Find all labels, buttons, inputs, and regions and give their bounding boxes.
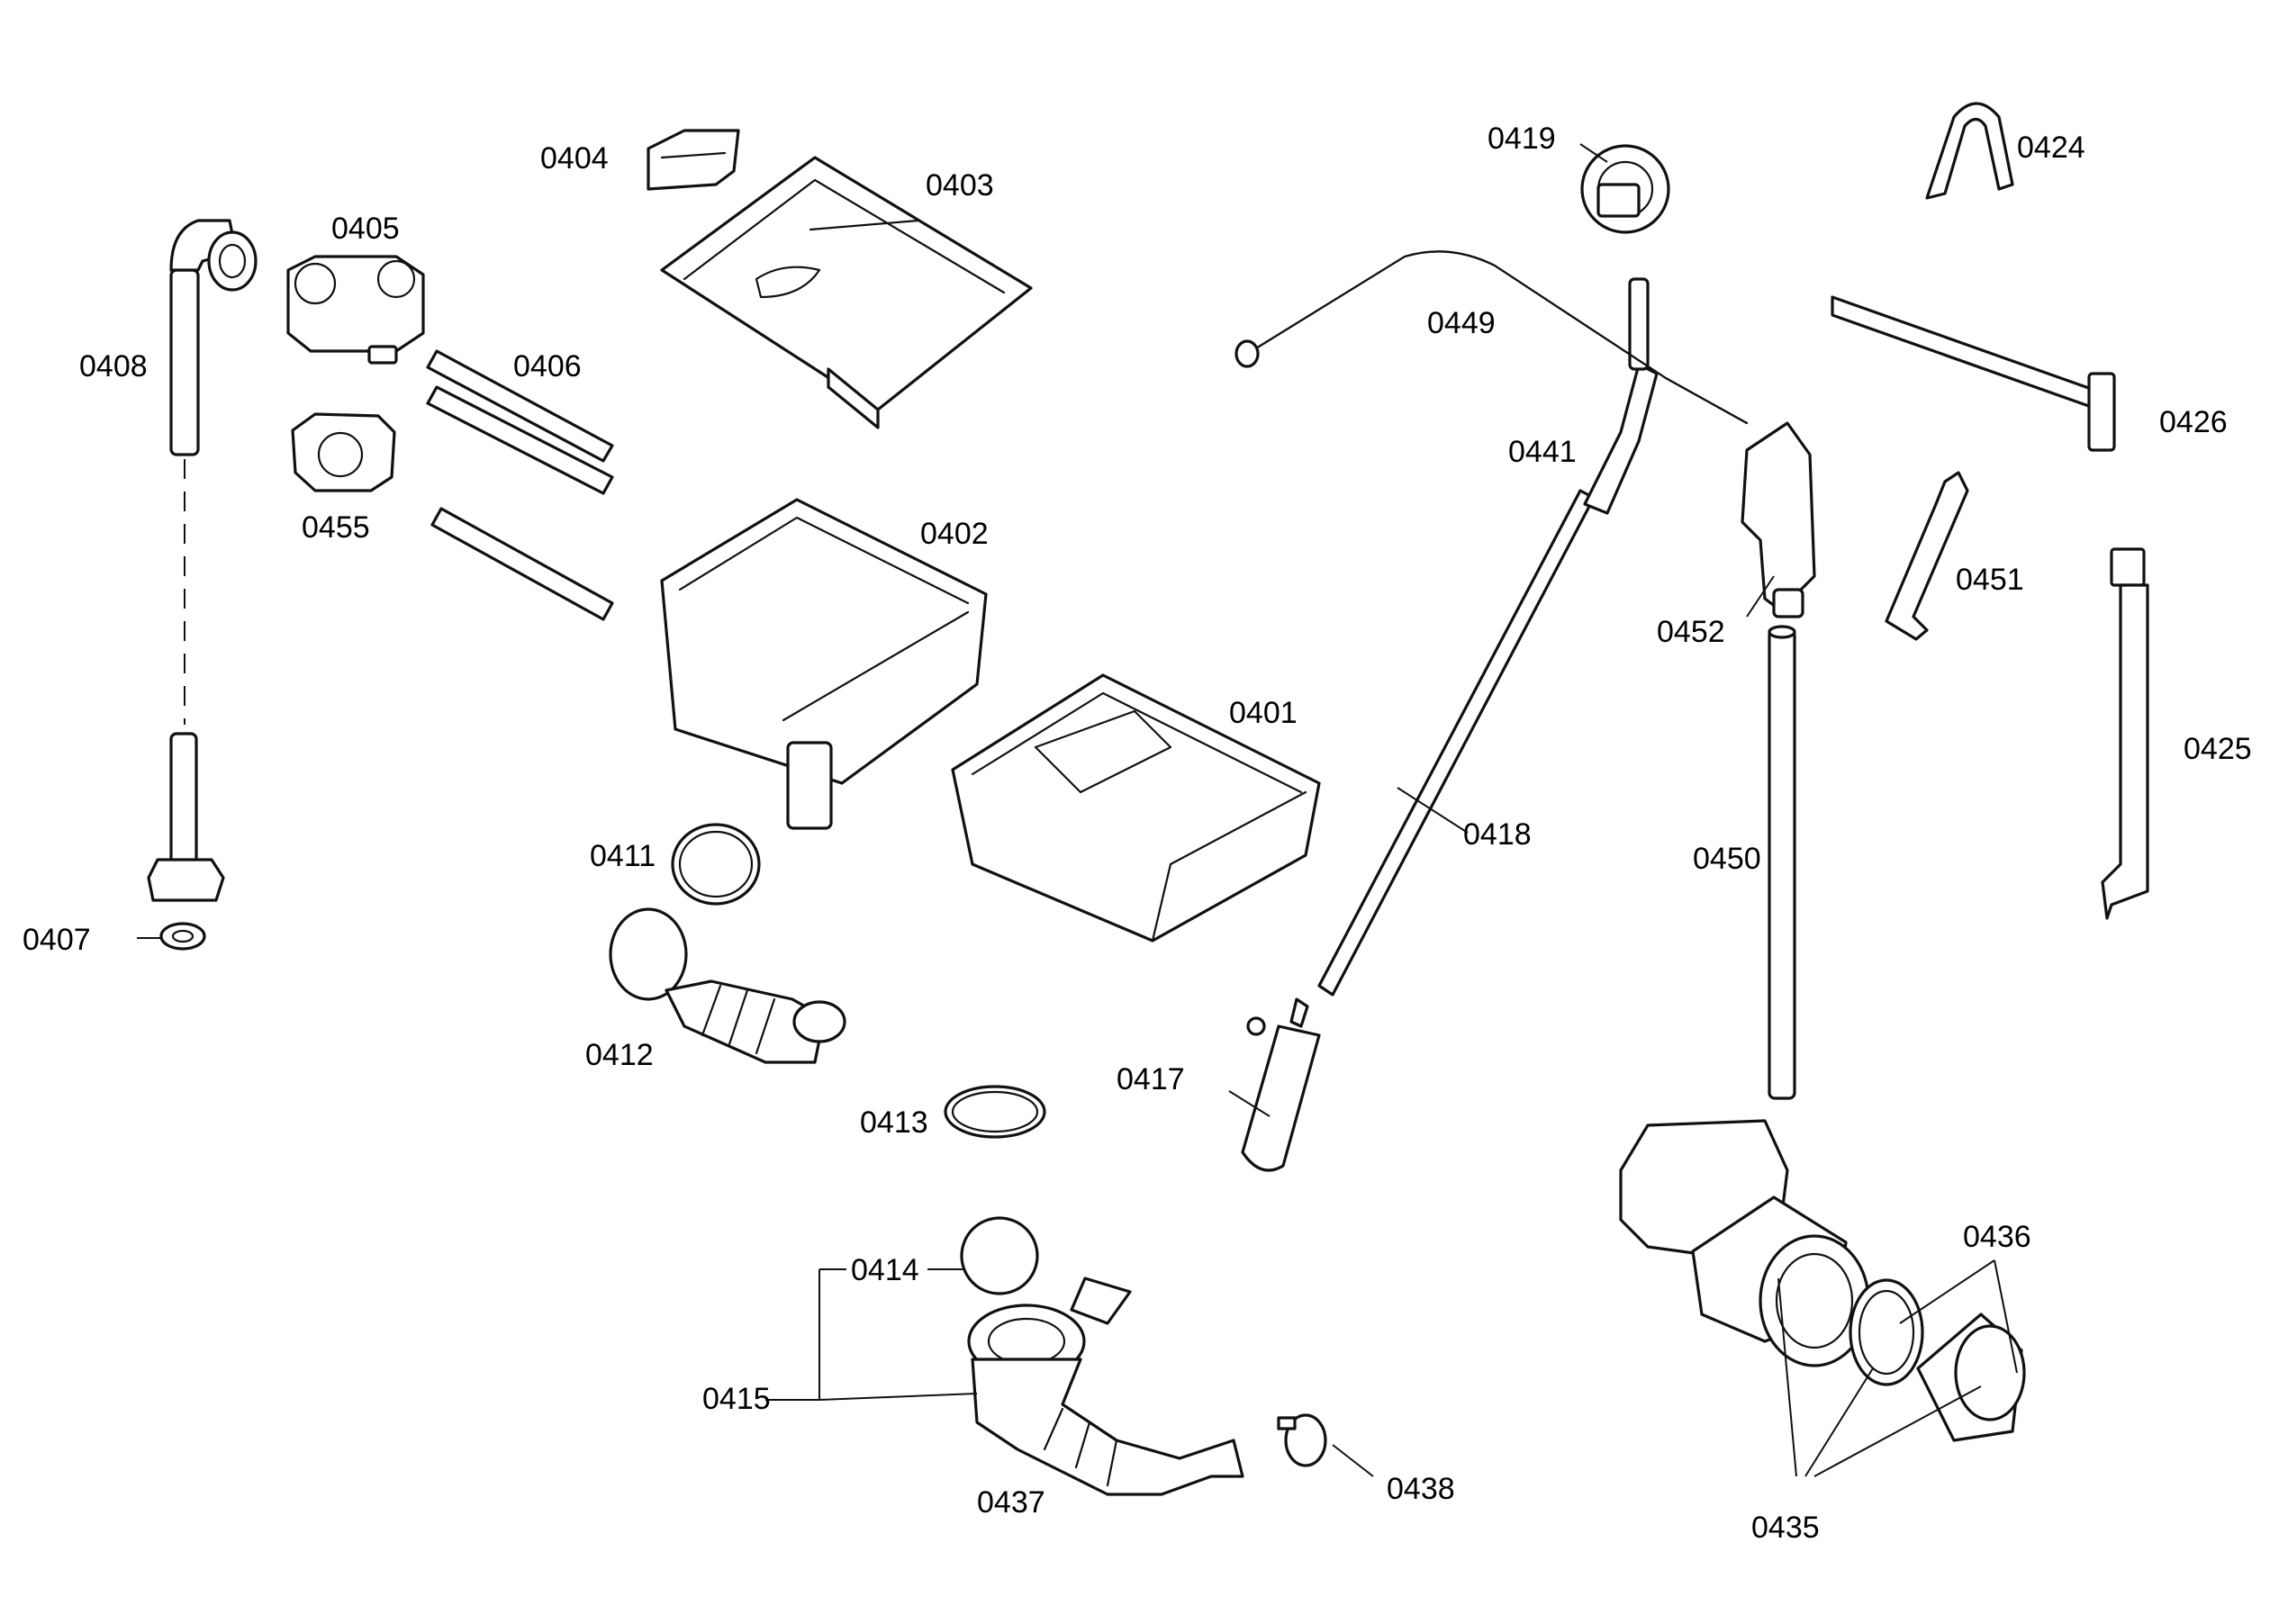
- label-0449: 0449: [1427, 306, 1496, 340]
- label-0438: 0438: [1387, 1472, 1455, 1506]
- part-0441-hose-sleeve[interactable]: [1583, 363, 1659, 515]
- part-0414-ball[interactable]: [960, 1216, 1039, 1295]
- part-0419-pressure-switch[interactable]: [1580, 144, 1670, 234]
- label-0404: 0404: [540, 141, 609, 176]
- part-0449-vent-hose[interactable]: [1234, 250, 1749, 425]
- label-0455: 0455: [302, 510, 370, 545]
- part-0418-pressure-hose[interactable]: [1317, 489, 1596, 997]
- label-0407: 0407: [23, 923, 91, 957]
- label-0426: 0426: [2159, 405, 2228, 439]
- part-0401-detergent-drawer[interactable]: [951, 673, 1321, 943]
- part-0408-inlet-elbow[interactable]: [169, 219, 258, 456]
- part-0406-hoses[interactable]: [426, 349, 614, 621]
- label-0401: 0401: [1229, 696, 1298, 730]
- label-0450: 0450: [1693, 842, 1761, 876]
- part-0407-inlet-nozzle[interactable]: [147, 732, 225, 951]
- part-0411-seal[interactable]: [671, 823, 761, 906]
- part-0450-drain-hose[interactable]: [1768, 625, 1796, 1100]
- leader-lines: [137, 143, 2018, 1477]
- part-0413-seal[interactable]: [944, 1085, 1046, 1139]
- part-0455-inlet-valve[interactable]: [291, 412, 396, 492]
- label-0451: 0451: [1956, 563, 2024, 597]
- label-0412: 0412: [585, 1038, 654, 1072]
- part-0451-rod[interactable]: [1885, 471, 1969, 641]
- part-0424-bracket[interactable]: [1925, 102, 2014, 200]
- part-0402-dispenser-housing[interactable]: [660, 498, 988, 830]
- label-0408: 0408: [79, 349, 148, 383]
- part-0452-air-trap[interactable]: [1741, 421, 1816, 618]
- label-0417: 0417: [1117, 1062, 1185, 1096]
- label-0414: 0414: [851, 1253, 919, 1287]
- label-0419: 0419: [1488, 122, 1556, 156]
- label-0413: 0413: [860, 1105, 928, 1140]
- label-0435: 0435: [1751, 1511, 1820, 1545]
- part-0403-dispenser-top[interactable]: [660, 156, 1033, 429]
- label-0441: 0441: [1508, 435, 1577, 469]
- label-0405: 0405: [331, 212, 400, 246]
- label-0424: 0424: [2017, 131, 2085, 165]
- part-0417-pressure-chamber[interactable]: [1241, 997, 1321, 1172]
- label-0418: 0418: [1463, 817, 1532, 852]
- label-0437: 0437: [977, 1485, 1045, 1520]
- label-0436: 0436: [1963, 1220, 2031, 1254]
- label-0402: 0402: [920, 517, 989, 551]
- label-0415: 0415: [702, 1382, 771, 1416]
- part-0426-rail[interactable]: [1831, 295, 2116, 452]
- label-0406: 0406: [513, 349, 582, 383]
- part-0435-drain-pump[interactable]: [1619, 1119, 1870, 1367]
- part-0436-filter-seal[interactable]: [1849, 1278, 2026, 1442]
- label-0452: 0452: [1657, 615, 1725, 649]
- part-0412-bellow-hose[interactable]: [609, 907, 846, 1064]
- part-0404-clip[interactable]: [647, 129, 740, 191]
- part-0425-rail[interactable]: [2101, 547, 2149, 920]
- label-0411: 0411: [590, 839, 656, 873]
- part-0438-clamp[interactable]: [1277, 1413, 1327, 1467]
- label-0425: 0425: [2184, 732, 2252, 766]
- part-0415-sump[interactable]: [967, 1277, 1244, 1496]
- part-0405-inlet-valve[interactable]: [286, 255, 425, 365]
- label-0403: 0403: [926, 168, 994, 203]
